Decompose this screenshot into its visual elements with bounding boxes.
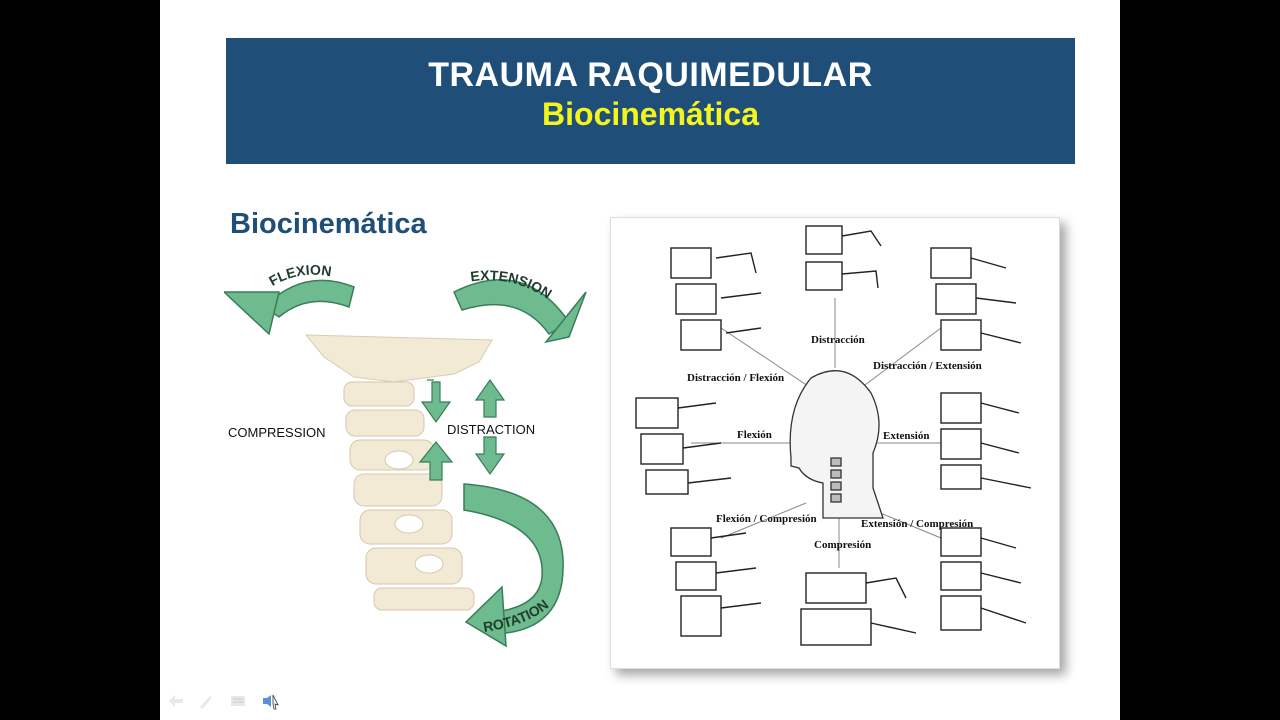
head-silhouette xyxy=(789,370,884,519)
label-flexion-compresion: Flexión / Compresión xyxy=(716,513,817,525)
speaker-icon[interactable] xyxy=(259,690,281,712)
slide-title: TRAUMA RAQUIMEDULAR xyxy=(428,56,873,94)
label-extension-compresion: Extensión / Compresión xyxy=(861,518,974,530)
mechanisms-drawing xyxy=(635,225,1032,646)
distraction-label: DISTRACTION xyxy=(447,422,535,437)
slide-header: TRAUMA RAQUIMEDULAR Biocinemática xyxy=(226,38,1075,164)
cervical-spine-diagram: FLEXION EXTENSION COMPRESSION DISTRACTIO… xyxy=(224,262,587,648)
distraction-arrows xyxy=(474,378,506,476)
slides-icon[interactable] xyxy=(227,690,249,712)
skull-base-shape xyxy=(304,334,493,383)
label-compresion: Compresión xyxy=(814,539,872,551)
vertebra-sketches xyxy=(635,225,1032,646)
pen-icon[interactable] xyxy=(195,690,217,712)
vertebrae-group xyxy=(343,381,475,611)
flexion-arrow: FLEXION xyxy=(224,262,355,336)
label-distraccion-extension: Distracción / Extensión xyxy=(873,360,982,372)
label-distraccion-flexion: Distracción / Flexión xyxy=(687,372,785,384)
back-arrow-icon[interactable] xyxy=(165,690,187,712)
compression-arrows xyxy=(418,379,454,481)
slide-subtitle: Biocinemática xyxy=(542,96,759,132)
label-flexion: Flexión xyxy=(737,429,772,441)
extension-arrow: EXTENSION xyxy=(453,267,587,344)
compression-label: COMPRESSION xyxy=(228,425,326,440)
section-heading: Biocinemática xyxy=(230,208,427,240)
label-extension: Extensión xyxy=(883,430,930,442)
rotation-arrow: ROTATION xyxy=(463,483,564,648)
label-distraccion: Distracción xyxy=(811,334,865,346)
injury-mechanisms-diagram: Distracción Distracción / Flexión Distra… xyxy=(610,217,1060,669)
slide: TRAUMA RAQUIMEDULAR Biocinemática Biocin… xyxy=(160,0,1120,720)
